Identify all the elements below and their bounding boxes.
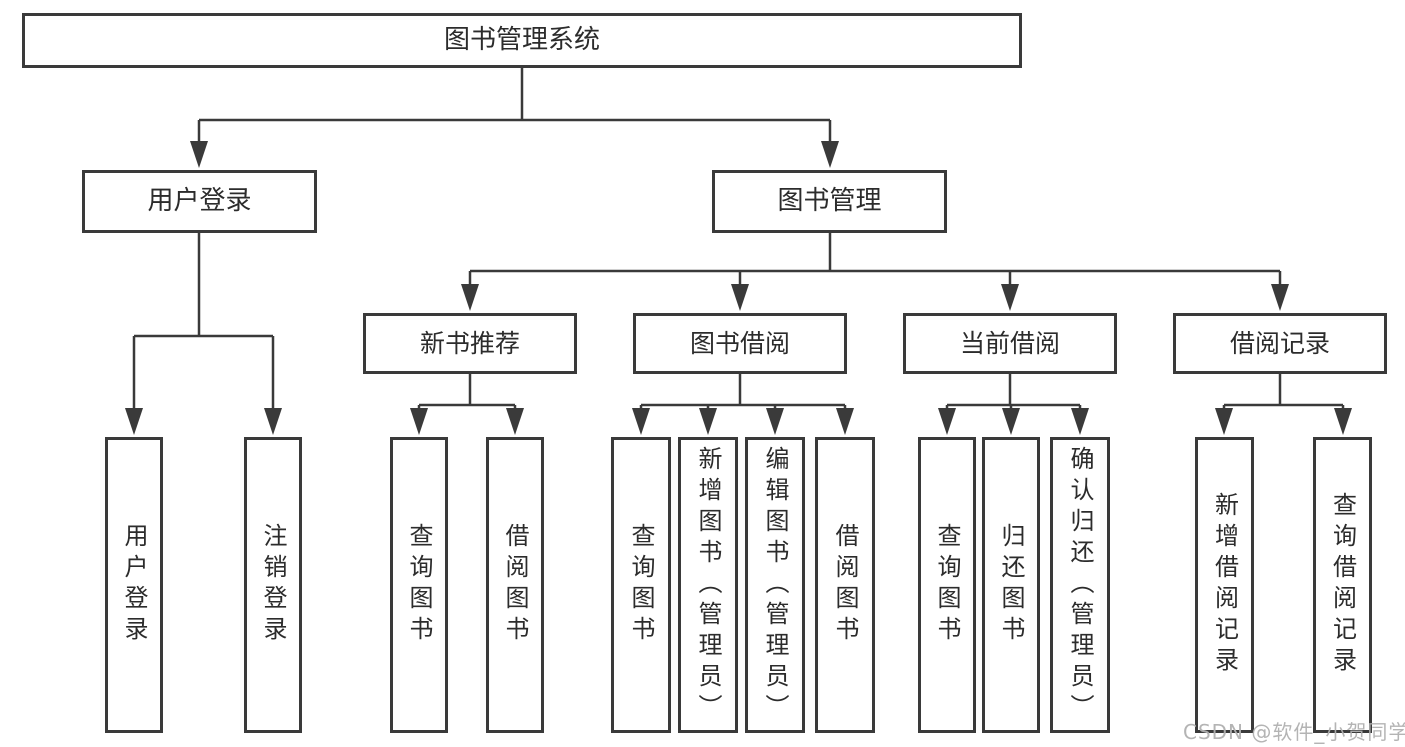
arrow-icon [410,408,428,435]
leaf-add-borrow-record-label: 新增借阅记录 [1210,492,1239,678]
node-new-book-recommend-label: 新书推荐 [419,328,520,358]
leaf-borrow-books-borrowing: 借阅图书 [815,437,875,733]
arrow-icon [461,284,479,311]
leaf-user-login: 用户登录 [105,437,163,733]
arrow-icon [766,408,784,435]
arrow-icon [264,408,282,435]
leaf-return-books: 归还图书 [982,437,1040,733]
arrow-icon [1271,284,1289,311]
arrow-icon [836,408,854,435]
arrow-icon [1071,408,1089,435]
node-root-system-label: 图书管理系统 [443,25,600,56]
csdn-watermark: CSDN @软件_小贺同学 [1183,720,1405,744]
leaf-add-book-admin-label: 新增图书（管理员） [694,445,722,725]
leaf-query-books-recommend: 查询图书 [390,437,448,733]
leaf-add-borrow-record: 新增借阅记录 [1195,437,1254,733]
leaf-query-books-borrowing: 查询图书 [611,437,671,733]
leaf-return-books-label: 归还图书 [997,523,1025,647]
leaf-query-books-recommend-label: 查询图书 [405,523,433,647]
node-root-system: 图书管理系统 [22,13,1022,68]
node-user-login: 用户登录 [82,170,317,233]
node-current-borrowing-label: 当前借阅 [959,328,1060,358]
leaf-user-login-label: 用户登录 [120,523,148,647]
leaf-borrow-books-recommend: 借阅图书 [486,437,544,733]
leaf-confirm-return-admin-label: 确认归还（管理员） [1066,445,1094,725]
node-borrow-records: 借阅记录 [1173,313,1387,374]
arrow-icon [506,408,524,435]
node-book-borrowing: 图书借阅 [633,313,847,374]
arrow-icon [1001,284,1019,311]
node-book-borrowing-label: 图书借阅 [689,328,790,358]
node-borrow-records-label: 借阅记录 [1229,328,1330,358]
arrow-icon [699,408,717,435]
arrow-icon [1002,408,1020,435]
arrow-icon [938,408,956,435]
leaf-edit-book-admin-label: 编辑图书（管理员） [761,445,789,725]
arrow-icon [821,141,839,168]
leaf-borrow-books-borrowing-label: 借阅图书 [831,523,859,647]
arrow-icon [1334,408,1352,435]
leaf-query-borrow-record-label: 查询借阅记录 [1328,492,1357,678]
node-book-management-label: 图书管理 [777,186,882,217]
node-user-login-label: 用户登录 [147,186,252,217]
node-new-book-recommend: 新书推荐 [363,313,577,374]
leaf-query-books-current-label: 查询图书 [933,523,961,647]
arrow-icon [1215,408,1233,435]
arrow-icon [190,141,208,168]
leaf-query-books-current: 查询图书 [918,437,976,733]
leaf-logout: 注销登录 [244,437,302,733]
leaf-query-books-borrowing-label: 查询图书 [627,523,655,647]
leaf-query-borrow-record: 查询借阅记录 [1313,437,1372,733]
arrow-icon [731,284,749,311]
arrow-icon [125,408,143,435]
leaf-add-book-admin: 新增图书（管理员） [678,437,738,733]
leaf-confirm-return-admin: 确认归还（管理员） [1050,437,1110,733]
leaf-logout-label: 注销登录 [259,523,287,647]
node-book-management: 图书管理 [712,170,947,233]
leaf-borrow-books-recommend-label: 借阅图书 [501,523,529,647]
arrow-icon [632,408,650,435]
leaf-edit-book-admin: 编辑图书（管理员） [745,437,805,733]
node-current-borrowing: 当前借阅 [903,313,1117,374]
